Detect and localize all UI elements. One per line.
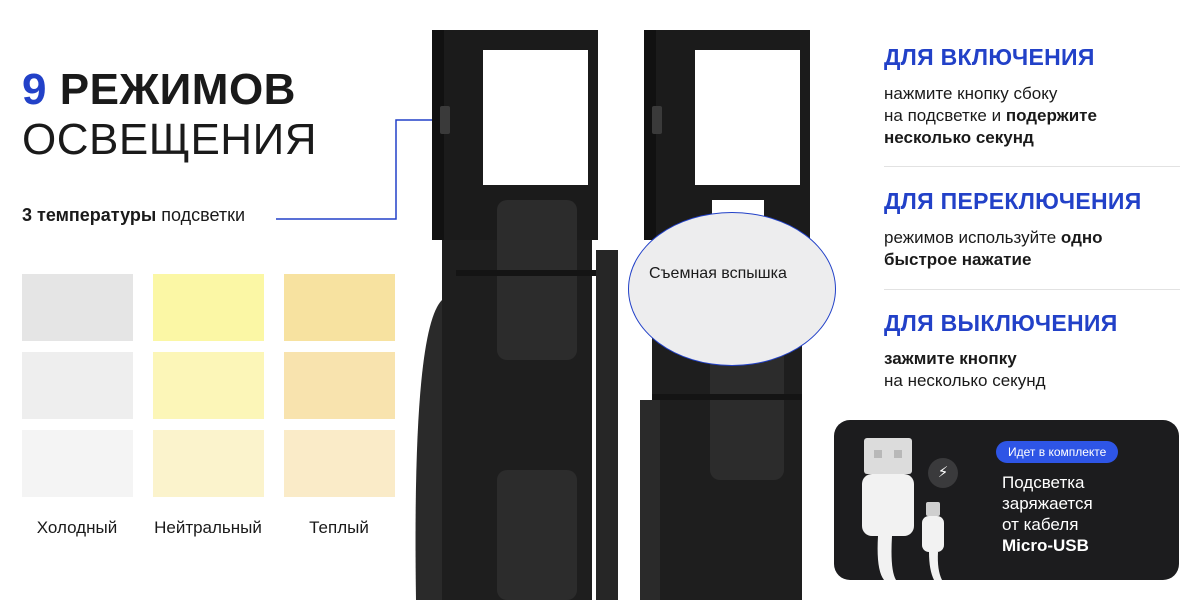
swatch-neutral-3	[153, 430, 264, 497]
heading-line-2: ОСВЕЩЕНИЯ	[22, 115, 317, 164]
detachable-flash-callout	[628, 212, 836, 366]
divider-2	[884, 289, 1180, 290]
included-badge: Идет в комплекте	[996, 441, 1119, 463]
callout-label: Съемная вспышка	[649, 265, 787, 282]
step-switch-line-1: режимов используйте	[884, 228, 1061, 247]
step-off-text: зажмите кнопку на несколько секунд	[884, 348, 1184, 392]
step-on-line-2: на подсветке и	[884, 106, 1006, 125]
step-on-bold-1: подержите	[1005, 106, 1097, 125]
step-on-title: ДЛЯ ВКЛЮЧЕНИЯ	[884, 44, 1095, 70]
booklight-right	[640, 30, 810, 600]
swatch-neutral-1	[153, 274, 264, 341]
step-on-bold-2: несколько секунд	[884, 128, 1034, 147]
divider-1	[884, 166, 1180, 167]
card-line-3: от кабеля	[1002, 515, 1079, 534]
callout-pointer-line	[276, 119, 436, 220]
step-switch-text: режимов используйте одно быстрое нажатие	[884, 227, 1184, 271]
card-line-2: заряжается	[1002, 494, 1093, 513]
step-switch-bold-1: одно	[1060, 228, 1103, 247]
label-neutral: Нейтральный	[154, 518, 262, 537]
swatch-cold-1	[22, 274, 133, 341]
step-switch-bold-2: быстрое нажатие	[884, 250, 1032, 269]
card-line-1: Подсветка	[1002, 473, 1085, 492]
heading-line-1: 9 РЕЖИМОВ	[22, 64, 296, 116]
card-description: Подсветка заряжается от кабеля Micro-USB	[1002, 472, 1172, 556]
step-on-text: нажмите кнопку сбоку на подсветке и поде…	[884, 83, 1184, 149]
subtitle-bold: 3 температуры	[22, 205, 157, 225]
step-on-line-1: нажмите кнопку сбоку	[884, 84, 1058, 103]
heading-word: РЕЖИМОВ	[59, 65, 296, 114]
swatch-cold-3	[22, 430, 133, 497]
swatch-warm-1	[284, 274, 395, 341]
usb-cable-icon	[862, 438, 944, 580]
step-off-title: ДЛЯ ВЫКЛЮЧЕНИЯ	[884, 310, 1118, 336]
step-off-bold-1: зажмите кнопку	[884, 349, 1017, 368]
label-warm: Теплый	[309, 518, 369, 537]
lightning-bolt-icon: ⚡	[928, 458, 958, 488]
booklight-left	[415, 30, 618, 600]
swatch-warm-2	[284, 352, 395, 419]
card-line-4: Micro-USB	[1002, 536, 1089, 555]
swatch-cold-2	[22, 352, 133, 419]
swatch-neutral-2	[153, 352, 264, 419]
heading-number: 9	[22, 65, 47, 114]
step-switch-title: ДЛЯ ПЕРЕКЛЮЧЕНИЯ	[884, 188, 1142, 214]
included-cable-card: ⚡ Идет в комплекте Подсветка заряжается …	[834, 420, 1179, 580]
subtitle: 3 температуры подсветки	[22, 205, 245, 226]
step-off-line-2: на несколько секунд	[884, 371, 1046, 390]
swatch-warm-3	[284, 430, 395, 497]
subtitle-rest: подсветки	[161, 205, 246, 225]
label-cold: Холодный	[36, 518, 118, 537]
